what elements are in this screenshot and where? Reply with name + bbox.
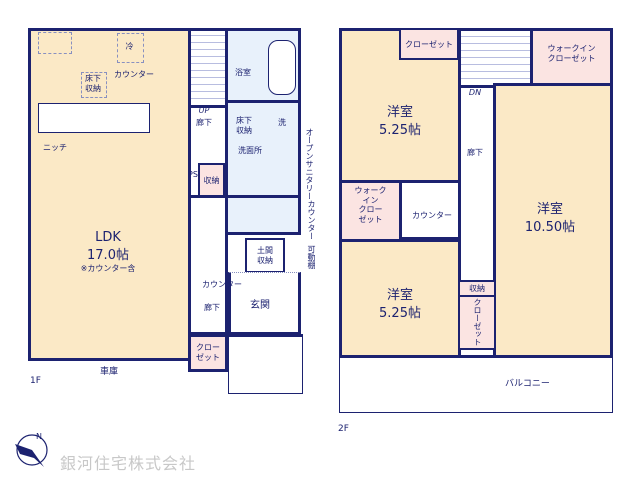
up-label: UP [198, 106, 210, 115]
closet-2f-1-label: クローゼット [405, 40, 453, 49]
hallway-2f-label: 廊下 [467, 148, 483, 157]
kitchen-counter [38, 103, 150, 133]
floor2-label: 2F [338, 424, 349, 434]
balcony-label: バルコニー [505, 379, 550, 389]
room1-label: 洋室 [386, 105, 413, 120]
dn-label: DN [468, 88, 482, 97]
open-sanitary-label: オープンサニタリー [305, 128, 314, 200]
underfloor2-label: 床下 収納 [236, 116, 252, 135]
company-logo: 銀河住宅株式会社 [60, 454, 197, 473]
stairs-1f [188, 28, 228, 108]
walkin-closet-1 [530, 28, 613, 86]
room3-size: 5.25帖 [379, 306, 421, 321]
room2-size: 10.50帖 [524, 220, 576, 235]
counter2-label: カウンター [307, 200, 316, 240]
washer-label: 洗 [278, 118, 286, 127]
entrance [228, 272, 301, 335]
storage-2f-label: 収納 [469, 284, 485, 293]
closet-1f [188, 334, 228, 372]
stairs-2f [458, 28, 533, 88]
room3-label: 洋室 [386, 288, 413, 303]
compass-icon: N [15, 432, 48, 467]
room1-size: 5.25帖 [379, 123, 421, 138]
doma-storage [245, 238, 285, 273]
ldk-note: ※カウンター含 [80, 264, 136, 273]
hallway-2f [458, 85, 496, 283]
doma-label: 土間 収納 [257, 246, 273, 265]
hallway-1f [188, 195, 228, 335]
underfloor-label: 床下 収納 [85, 74, 101, 93]
fridge-label: 冷 [125, 42, 134, 51]
ldk-label: LDK [95, 230, 121, 245]
toilet [225, 195, 301, 235]
counter-2f [399, 180, 461, 240]
compass-n: N [36, 432, 42, 441]
entrance-label: 玄関 [250, 300, 270, 311]
bath-label: 浴室 [235, 68, 251, 77]
closet-2f-2 [458, 295, 496, 350]
room2-label: 洋室 [536, 202, 563, 217]
counter-label: カウンター [114, 70, 154, 79]
walkin1-label: ウォークイン クローゼット [547, 44, 596, 63]
western-room-2 [493, 83, 613, 358]
walkin2-label: ウォーク イン クロー ゼット [354, 186, 387, 224]
storage-label: 収納 [203, 176, 220, 185]
niche-label: ニッチ [43, 143, 67, 152]
closet-2f-2-label: クローゼット [473, 298, 482, 346]
closet-1f-label: クロー ゼット [196, 343, 220, 362]
porch [228, 334, 303, 394]
garage-label: 車庫 [100, 367, 119, 377]
ps-label: PS [188, 170, 198, 179]
ldk-room [28, 28, 191, 361]
hallway2-label: 廊下 [204, 303, 220, 312]
underfloor-storage [81, 72, 107, 98]
skylight [38, 32, 72, 54]
hallway-label: 廊下 [196, 118, 212, 127]
counter3-label: カウンター [202, 280, 242, 289]
ldk-size: 17.0帖 [87, 248, 129, 263]
balcony [339, 355, 613, 413]
fridge-space [117, 33, 144, 63]
counter-2f-label: カウンター [412, 211, 452, 220]
bathtub [268, 40, 296, 95]
washroom [225, 100, 301, 198]
movable-shelf-label: 可動棚 [307, 245, 316, 269]
washroom-label: 洗面所 [238, 146, 262, 155]
floor1-label: 1F [30, 376, 41, 386]
